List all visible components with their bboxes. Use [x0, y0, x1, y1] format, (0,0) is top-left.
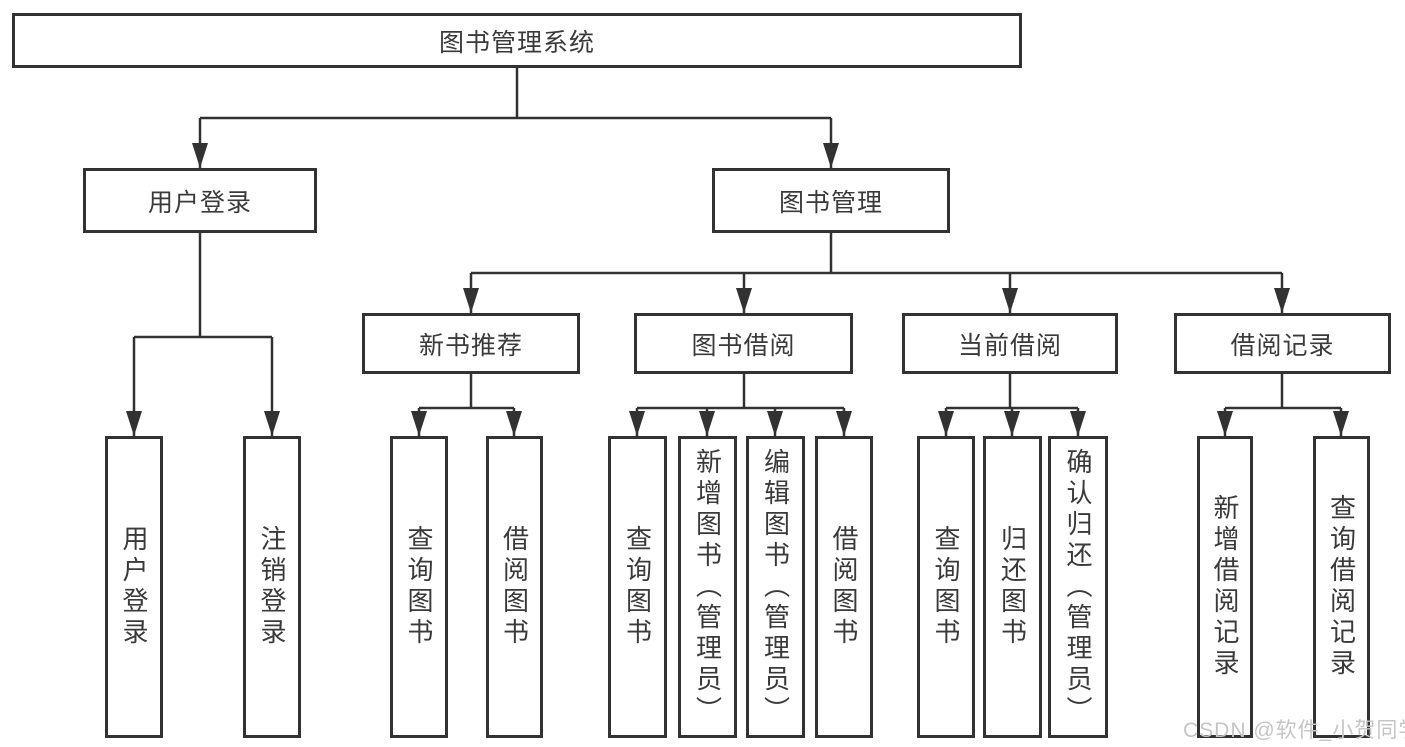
watermark: CSDN @软件_小贺同学	[1183, 719, 1405, 742]
node-book-borrowing: 图书借阅	[634, 313, 853, 374]
node-label: 图书借阅	[691, 331, 796, 360]
leaf-label: 注销登录	[257, 525, 287, 649]
leaf-label: 新增图书（管理员）	[692, 447, 723, 727]
leaf-label: 用户登录	[119, 525, 149, 649]
leaf-query-borrow-record: 查询借阅记录	[1313, 436, 1370, 738]
leaf-label: 编辑图书（管理员）	[760, 447, 791, 727]
leaf-label: 查询图书	[622, 525, 653, 649]
leaf-confirm-return-admin: 确认归还（管理员）	[1048, 436, 1108, 738]
leaf-current-query-books: 查询图书	[917, 436, 975, 738]
node-book-management: 图书管理	[712, 168, 950, 233]
leaf-label: 归还图书	[997, 525, 1028, 649]
leaf-label: 新增借阅记录	[1210, 494, 1240, 680]
node-label: 图书管理	[778, 188, 883, 217]
node-label: 用户登录	[147, 188, 252, 217]
leaf-return-books: 归还图书	[983, 436, 1042, 738]
leaf-user-login: 用户登录	[105, 436, 163, 738]
leaf-borrowing-borrow-books: 借阅图书	[815, 436, 873, 738]
node-label: 借阅记录	[1230, 331, 1335, 360]
node-user-login: 用户登录	[83, 168, 317, 233]
leaf-recommend-borrow-books: 借阅图书	[486, 436, 543, 738]
leaf-add-borrow-record: 新增借阅记录	[1197, 436, 1253, 738]
leaf-logout: 注销登录	[243, 436, 301, 738]
leaf-label: 借阅图书	[829, 525, 859, 649]
node-label: 新书推荐	[418, 331, 523, 360]
leaf-edit-books-admin: 编辑图书（管理员）	[746, 436, 805, 738]
arrowheads	[126, 143, 1349, 436]
leaf-label: 查询图书	[404, 525, 434, 649]
leaf-recommend-query-books: 查询图书	[390, 436, 448, 738]
leaf-borrowing-query-books: 查询图书	[608, 436, 667, 738]
leaf-label: 借阅图书	[499, 525, 530, 649]
node-current-borrowing: 当前借阅	[902, 313, 1118, 374]
node-new-book-recommendation: 新书推荐	[362, 313, 580, 374]
leaf-label: 确认归还（管理员）	[1063, 447, 1093, 727]
node-borrowing-records: 借阅记录	[1174, 313, 1391, 374]
leaf-add-books-admin: 新增图书（管理员）	[678, 436, 737, 738]
node-label: 图书管理系统	[438, 28, 595, 57]
node-root: 图书管理系统	[12, 13, 1022, 68]
leaf-label: 查询借阅记录	[1326, 494, 1357, 680]
node-label: 当前借阅	[957, 331, 1062, 360]
leaf-label: 查询图书	[931, 525, 961, 649]
